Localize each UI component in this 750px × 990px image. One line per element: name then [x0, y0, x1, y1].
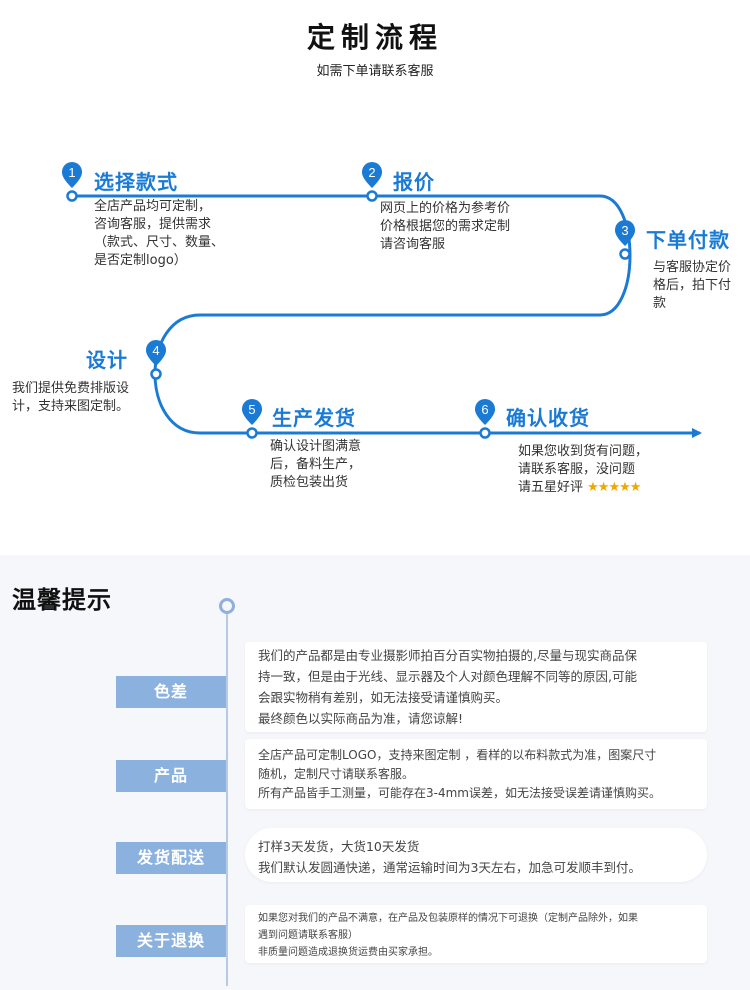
step-3-desc-line: 款 — [653, 296, 667, 311]
step-5-pin — [242, 399, 262, 425]
step-2-desc-line: 请咨询客服 — [380, 237, 446, 252]
tip-label-shipping: 发货配送 — [116, 842, 226, 874]
step-6-desc-line: 如果您收到货有问题， — [518, 444, 649, 459]
step-1-dot — [66, 190, 78, 202]
timeline-ring-icon — [219, 598, 235, 614]
step-4-title: 设计 — [86, 348, 128, 372]
step-6-marker: 6 — [475, 399, 495, 439]
step-6-pin — [475, 399, 495, 425]
step-2-description: 网页上的价格为参考价 价格根据您的需求定制 请咨询客服 — [380, 200, 510, 254]
tip-text-returns: 如果您对我们的产品不满意，在产品及包装原样的情况下可退换（定制产品除外，如果 遇… — [258, 910, 638, 961]
process-subtitle: 如需下单请联系客服 — [316, 64, 434, 79]
step-4-marker: 4 — [146, 340, 166, 380]
step-6-desc-line: 请联系客服，没问题 — [518, 462, 636, 477]
tip-label-returns: 关于退换 — [116, 925, 226, 957]
tip-line: 随机，定制尺寸请联系客服。 — [258, 767, 415, 781]
step-3-desc-line: 格后，拍下付 — [653, 278, 732, 293]
tips-title: 温馨提示 — [12, 586, 112, 614]
step-4-number: 4 — [152, 343, 159, 358]
five-star-rating-icon: ★★★★★ — [587, 480, 641, 495]
tip-line: 会跟实物稍有差别，如无法接受请谨慎购买。 — [258, 690, 509, 705]
tip-card-color-difference — [245, 642, 707, 732]
tip-card-shipping — [245, 828, 707, 882]
step-4-dot — [150, 368, 162, 380]
tip-text-shipping: 打样3天发货，大货10天发货 我们默认发圆通快递，通常运输时间为3天左右，加急可… — [258, 836, 641, 878]
step-2-pin — [362, 162, 382, 188]
step-1-desc-line: 全店产品均可定制， — [94, 199, 212, 214]
step-6-desc-line: 请五星好评 — [518, 480, 584, 495]
step-1-title: 选择款式 — [94, 170, 178, 194]
step-3-title: 下单付款 — [646, 228, 730, 252]
step-4-desc-line: 我们提供免费排版设 — [12, 381, 130, 396]
step-6-title: 确认收货 — [506, 406, 590, 430]
step-2-desc-line: 网页上的价格为参考价 — [380, 201, 511, 216]
step-1-description: 全店产品均可定制， 咨询客服，提供需求 （款式、尺寸、数量、 是否定制logo） — [94, 198, 224, 270]
process-title: 定制流程 — [306, 21, 443, 54]
tips-timeline — [226, 606, 228, 986]
step-1-number: 1 — [68, 165, 75, 180]
step-3-pin — [615, 220, 635, 246]
step-3-dot — [619, 248, 631, 260]
tip-text-product: 全店产品可定制LOGO，支持来图定制 ，看样的以布料款式为准，图案尺寸 随机，定… — [258, 746, 661, 803]
tip-line: 全店产品可定制LOGO，支持来图定制 ，看样的以布料款式为准，图案尺寸 — [258, 748, 657, 762]
tip-line: 如果您对我们的产品不满意，在产品及包装原样的情况下可退换（定制产品除外，如果 — [258, 913, 638, 924]
step-5-desc-line: 质检包装出货 — [270, 475, 349, 490]
step-6-desc-line-rating: 请五星好评 ★★★★★ — [518, 479, 648, 497]
tip-line: 非质量问题造成退换货运费由买家承担。 — [258, 947, 438, 958]
step-1-desc-line: （款式、尺寸、数量、 — [94, 235, 225, 250]
step-5-desc-line: 确认设计图满意 — [270, 439, 362, 454]
tip-card-product — [245, 739, 707, 809]
step-3-description: 与客服协定价 格后，拍下付 款 — [653, 259, 731, 313]
step-5-marker: 5 — [242, 399, 262, 439]
tip-line: 持一致，但是由于光线、显示器及个人对颜色理解不同等的原因,可能 — [258, 669, 637, 684]
step-1-desc-line: 咨询客服，提供需求 — [94, 217, 212, 232]
step-2-title: 报价 — [393, 170, 435, 194]
tip-card-returns — [245, 905, 707, 963]
step-1-pin — [61, 161, 83, 188]
step-3-desc-line: 与客服协定价 — [653, 260, 732, 275]
step-4-desc-line: 计，支持来图定制。 — [12, 399, 130, 414]
step-2-marker: 2 — [362, 162, 382, 202]
step-2-dot — [366, 190, 378, 202]
step-1-marker: 1 — [61, 161, 83, 202]
tip-line: 所有产品皆手工测量，可能存在3-4mm误差，如无法接受误差请谨慎购买。 — [258, 786, 661, 800]
step-5-desc-line: 后，备料生产， — [270, 457, 362, 472]
tip-line: 遇到问题请联系客服） — [258, 930, 358, 941]
process-flow-diagram: 1 2 3 4 5 6 — [61, 161, 702, 439]
step-4-description: 我们提供免费排版设 计，支持来图定制。 — [12, 380, 129, 416]
step-5-dot — [246, 427, 258, 439]
step-2-desc-line: 价格根据您的需求定制 — [380, 219, 511, 234]
step-1-desc-line: 是否定制logo） — [94, 253, 187, 268]
step-2-number: 2 — [368, 165, 375, 180]
step-3-marker: 3 — [615, 220, 635, 260]
tip-label-color-difference: 色差 — [116, 676, 226, 708]
step-4-pin — [146, 340, 166, 366]
tip-line: 打样3天发货，大货10天发货 — [258, 839, 420, 854]
tip-line: 最终颜色以实际商品为准，请您谅解! — [258, 711, 464, 726]
step-6-description: 如果您收到货有问题， 请联系客服，没问题 请五星好评 ★★★★★ — [518, 443, 648, 497]
step-6-number: 6 — [481, 402, 488, 417]
step-5-description: 确认设计图满意 后，备料生产， 质检包装出货 — [270, 438, 361, 492]
tip-text-color-difference: 我们的产品都是由专业摄影师拍百分百实物拍摄的,尽量与现实商品保 持一致，但是由于… — [258, 645, 637, 729]
step-5-title: 生产发货 — [272, 406, 356, 430]
step-3-number: 3 — [621, 223, 628, 238]
step-6-dot — [479, 427, 491, 439]
step-5-number: 5 — [248, 402, 255, 417]
tip-line: 我们默认发圆通快递，通常运输时间为3天左右，加急可发顺丰到付。 — [258, 860, 641, 875]
tip-label-product: 产品 — [116, 760, 226, 792]
tip-line: 我们的产品都是由专业摄影师拍百分百实物拍摄的,尽量与现实商品保 — [258, 648, 637, 663]
